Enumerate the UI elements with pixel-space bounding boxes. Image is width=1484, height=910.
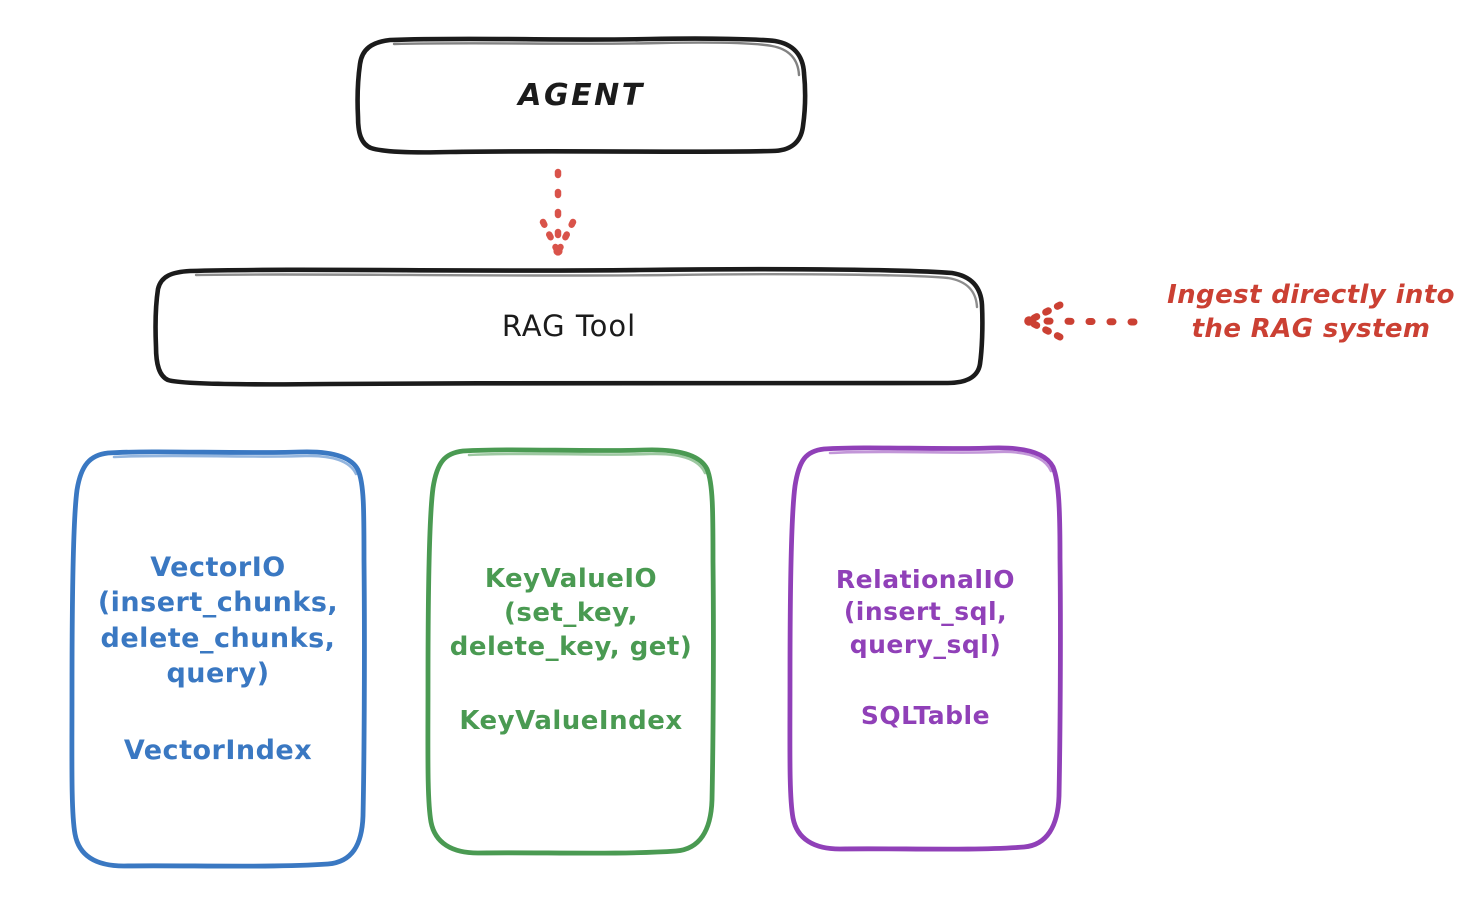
key-value-index-label: KeyValueIndex [459,705,683,736]
rag-tool-node-label: RAG Tool [501,309,637,343]
vector-io-ops-label: VectorIO (insert_chunks, delete_chunks, … [97,552,339,689]
agent-node-label: AGENT [518,78,645,113]
ingest-arrow [1024,301,1138,341]
sql-table-label: SQLTable [860,700,991,730]
vector-index-label: VectorIndex [123,734,313,766]
ingest-annotation-text: Ingest directly into the RAG system [1167,280,1455,344]
vector-io-node-label: VectorIO (insert_chunks, delete_chunks, … [72,452,364,866]
relational-io-node-label: RelationalIO (insert_sql, query_sql) SQL… [790,448,1061,848]
key-value-io-node-label: KeyValueIO (set_key, delete_key, get) Ke… [428,450,714,852]
agent-to-rag-tool-arrow [539,168,577,256]
key-value-io-ops-label: KeyValueIO (set_key, delete_key, get) [449,564,693,662]
relational-io-ops-label: RelationalIO (insert_sql, query_sql) [835,564,1016,659]
